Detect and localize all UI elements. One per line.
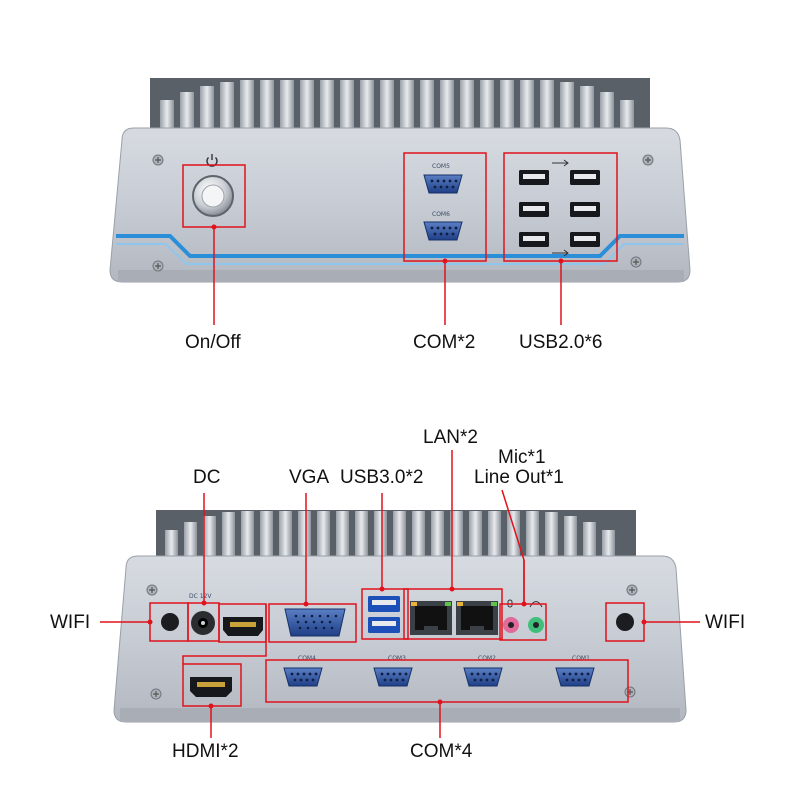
rear-com-b-mark: COM3 bbox=[388, 655, 406, 662]
rear-com-a-mark: COM4 bbox=[298, 655, 316, 662]
front-com-bottom-mark: COM6 bbox=[432, 211, 450, 218]
rear-com-c-mark: COM2 bbox=[478, 655, 496, 662]
wifi-antenna-left bbox=[161, 613, 179, 631]
label-com-front: COM*2 bbox=[413, 332, 476, 353]
label-lan: LAN*2 bbox=[423, 427, 478, 448]
usb-icon bbox=[552, 159, 569, 257]
headphone-icon bbox=[529, 601, 543, 608]
label-com-rear: COM*4 bbox=[410, 741, 473, 762]
label-vga: VGA bbox=[289, 467, 330, 488]
label-on-off: On/Off bbox=[185, 332, 241, 353]
label-wifi-left: WIFI bbox=[50, 612, 91, 633]
front-power-button bbox=[192, 154, 234, 217]
lan-port-1 bbox=[410, 601, 452, 635]
label-dc: DC bbox=[193, 467, 221, 488]
front-com-top-mark: COM5 bbox=[432, 163, 450, 170]
rear-chassis: DC 12V bbox=[113, 510, 687, 723]
dc-mark: DC 12V bbox=[189, 593, 212, 600]
wifi-antenna-right bbox=[616, 613, 634, 631]
lan-port-2 bbox=[456, 601, 498, 635]
label-usb3: USB3.0*2 bbox=[340, 467, 424, 488]
label-mic: Mic*1 bbox=[498, 447, 546, 468]
label-usb2: USB2.0*6 bbox=[519, 332, 603, 353]
label-hdmi: HDMI*2 bbox=[172, 741, 239, 762]
front-heatsink bbox=[150, 78, 650, 140]
rear-com-d-mark: COM1 bbox=[572, 655, 590, 662]
label-line-out: Line Out*1 bbox=[474, 467, 564, 488]
power-icon bbox=[206, 154, 218, 167]
front-chassis: COM5 COM6 bbox=[109, 78, 691, 283]
label-wifi-right: WIFI bbox=[705, 612, 746, 633]
